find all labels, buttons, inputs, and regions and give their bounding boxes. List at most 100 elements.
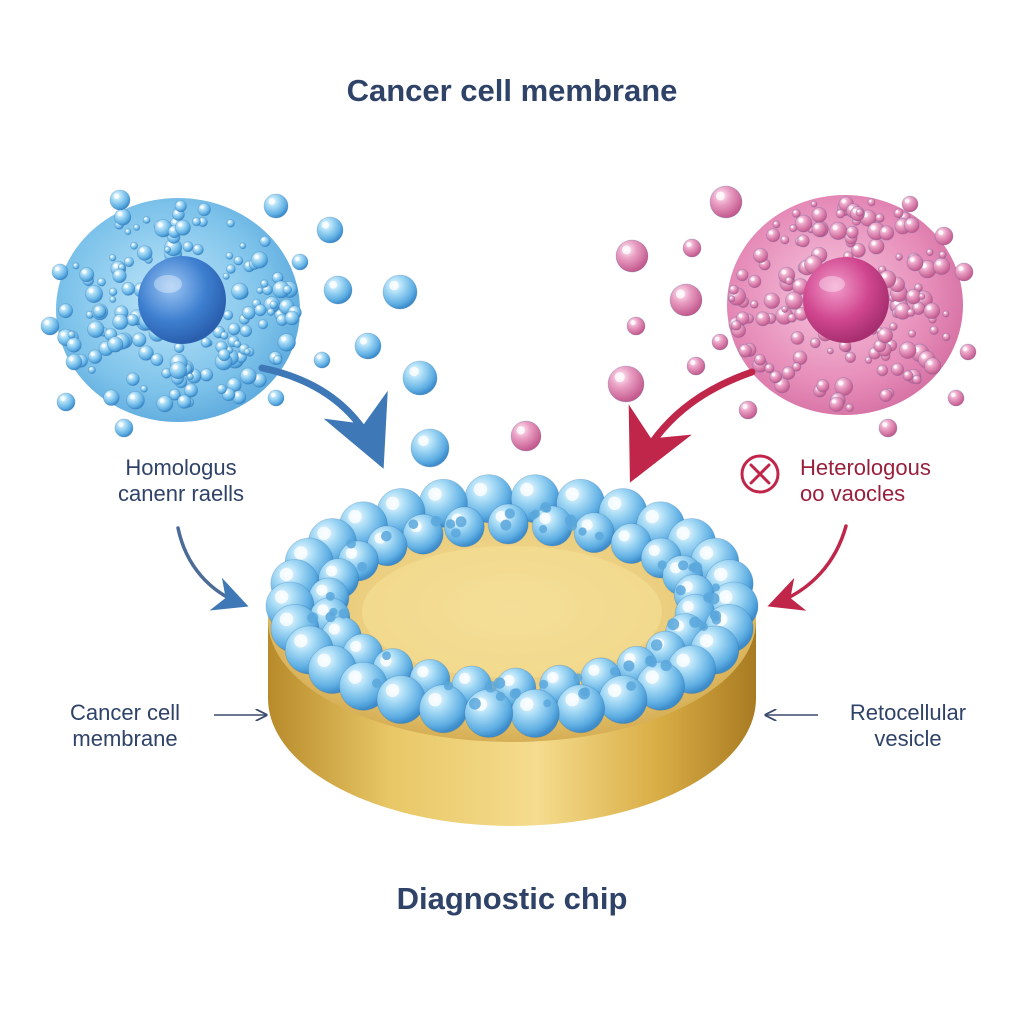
blue-cell-granule-highlight xyxy=(193,218,197,222)
blue-cell-granule-highlight xyxy=(163,370,167,373)
pink-cell-granule-highlight xyxy=(893,365,898,369)
pink-cell-granule xyxy=(796,234,810,248)
pink-cell-granule-highlight xyxy=(870,225,876,231)
chip-small-bead xyxy=(650,639,663,651)
homologous-label-line1: Homologus xyxy=(125,455,237,480)
pink-vesicle xyxy=(626,316,646,336)
blue-cell-granule-highlight xyxy=(157,222,163,228)
blue-cell-granule-highlight xyxy=(271,353,275,358)
pink-cell-granule-highlight xyxy=(926,305,932,311)
pink-cell-granule xyxy=(902,370,914,382)
chip-small-bead xyxy=(699,622,708,631)
chip-bead-highlight xyxy=(279,567,294,582)
blue-cell-granule-highlight xyxy=(234,285,240,291)
chip-small-bead xyxy=(711,615,722,625)
blue-cell-granule-highlight xyxy=(268,309,271,312)
chip-small-bead xyxy=(408,519,419,530)
blue-cell-granule xyxy=(126,372,140,386)
blue-cell-granule-highlight xyxy=(171,390,175,395)
chip-bead-highlight xyxy=(607,683,622,698)
blue-cell-granule xyxy=(266,307,275,316)
blue-cell-granule xyxy=(150,353,164,367)
blue-cell-granule xyxy=(103,389,120,406)
pink-cell-granule-highlight xyxy=(866,357,869,360)
blue-cell-granule xyxy=(222,272,230,280)
pink-cell-granule-highlight xyxy=(789,315,792,318)
pink-cell-granule-highlight xyxy=(766,365,770,368)
blue-cell-granule-highlight xyxy=(110,289,113,292)
blue-cell-granule xyxy=(239,324,253,338)
pink-cell-granule-highlight xyxy=(909,257,915,262)
pink-cell-granule xyxy=(926,248,934,257)
chip-bead-highlight xyxy=(345,547,358,559)
pink-vesicle-highlight xyxy=(690,360,696,366)
pink-cell-granule-highlight xyxy=(847,353,851,357)
chip-bead-highlight xyxy=(618,530,630,542)
pink-cell-granule-highlight xyxy=(758,314,763,319)
pink-cell-granule-highlight xyxy=(799,236,803,241)
pink-cell-granule xyxy=(929,325,939,335)
blue-vesicle-highlight xyxy=(287,313,292,318)
pink-cell-granule xyxy=(893,208,904,219)
blue-cell-granule xyxy=(216,383,227,395)
pink-cell-granule xyxy=(895,253,903,261)
blue-cell-granule xyxy=(140,385,148,393)
pink-cell-granule xyxy=(755,311,771,327)
pink-vesicle xyxy=(709,185,743,219)
pink-cell-granule-highlight xyxy=(869,199,872,202)
blue-cell-granule-highlight xyxy=(227,347,230,350)
pink-cell-granule xyxy=(932,257,951,275)
blue-cell-granule xyxy=(174,219,191,236)
vesicle-label-line1: Retocellular xyxy=(849,700,967,725)
pink-cell-granule xyxy=(879,388,893,402)
pink-cell-granule xyxy=(906,254,924,272)
pink-cell-granule xyxy=(810,200,818,208)
chip-bead-highlight xyxy=(317,653,331,668)
pink-vesicle-highlight xyxy=(938,230,944,236)
chip-bead-highlight xyxy=(520,697,534,712)
pink-cell-granule-highlight xyxy=(914,376,917,380)
pink-cell-granule-highlight xyxy=(832,225,838,231)
blue-cell-granule-highlight xyxy=(128,316,133,320)
chip-bead-highlight xyxy=(417,666,429,678)
chip-bead-highlight xyxy=(294,634,308,648)
pink-vesicle xyxy=(947,389,965,407)
blue-cell-granule-highlight xyxy=(266,299,272,304)
blue-cell-granule-highlight xyxy=(159,398,165,403)
pink-cell-granule xyxy=(923,302,941,320)
pink-cell-granule-highlight xyxy=(782,237,785,240)
blue-cell-granule-highlight xyxy=(74,263,76,266)
blue-vesicle xyxy=(267,389,285,407)
pink-cell-granule-highlight xyxy=(812,339,815,343)
blue-cell-granule xyxy=(173,342,185,354)
pink-cell-granule-highlight xyxy=(766,295,772,300)
chip-small-bead xyxy=(380,530,392,542)
pink-cell-granule xyxy=(845,225,859,239)
pink-cell-granule xyxy=(763,292,781,309)
pink-vesicle-highlight xyxy=(904,198,910,204)
blue-vesicles xyxy=(40,189,450,468)
chip-small-bead xyxy=(657,560,667,570)
pink-cell-granule-highlight xyxy=(890,324,894,327)
membrane-label-line1: Cancer cell xyxy=(69,700,181,725)
blue-cell-granule-highlight xyxy=(170,227,174,232)
pink-vesicle xyxy=(615,239,649,273)
blue-vesicle-highlight xyxy=(329,280,338,289)
pink-cell-granule xyxy=(790,331,805,345)
pink-cell-granule-highlight xyxy=(908,310,911,313)
membrane-coated-beads xyxy=(265,474,759,738)
pink-cell-granule xyxy=(912,374,922,385)
pink-cell-granule xyxy=(781,305,789,313)
heterologous-label-line2: oo vaocles xyxy=(800,481,906,507)
chip-small-bead xyxy=(430,515,442,527)
blue-cell-granule xyxy=(200,337,212,348)
blue-cell-granule xyxy=(243,348,251,356)
pink-cell-granule-highlight xyxy=(936,260,941,266)
chip-bead-highlight xyxy=(348,509,362,524)
pink-cell-granule-highlight xyxy=(790,225,794,228)
blue-nucleus xyxy=(138,256,226,344)
chip-small-bead xyxy=(543,699,552,708)
blue-cell-granule-highlight xyxy=(229,337,234,341)
blue-cell-granule-highlight xyxy=(95,307,100,311)
pink-cell-granule-highlight xyxy=(730,286,734,290)
